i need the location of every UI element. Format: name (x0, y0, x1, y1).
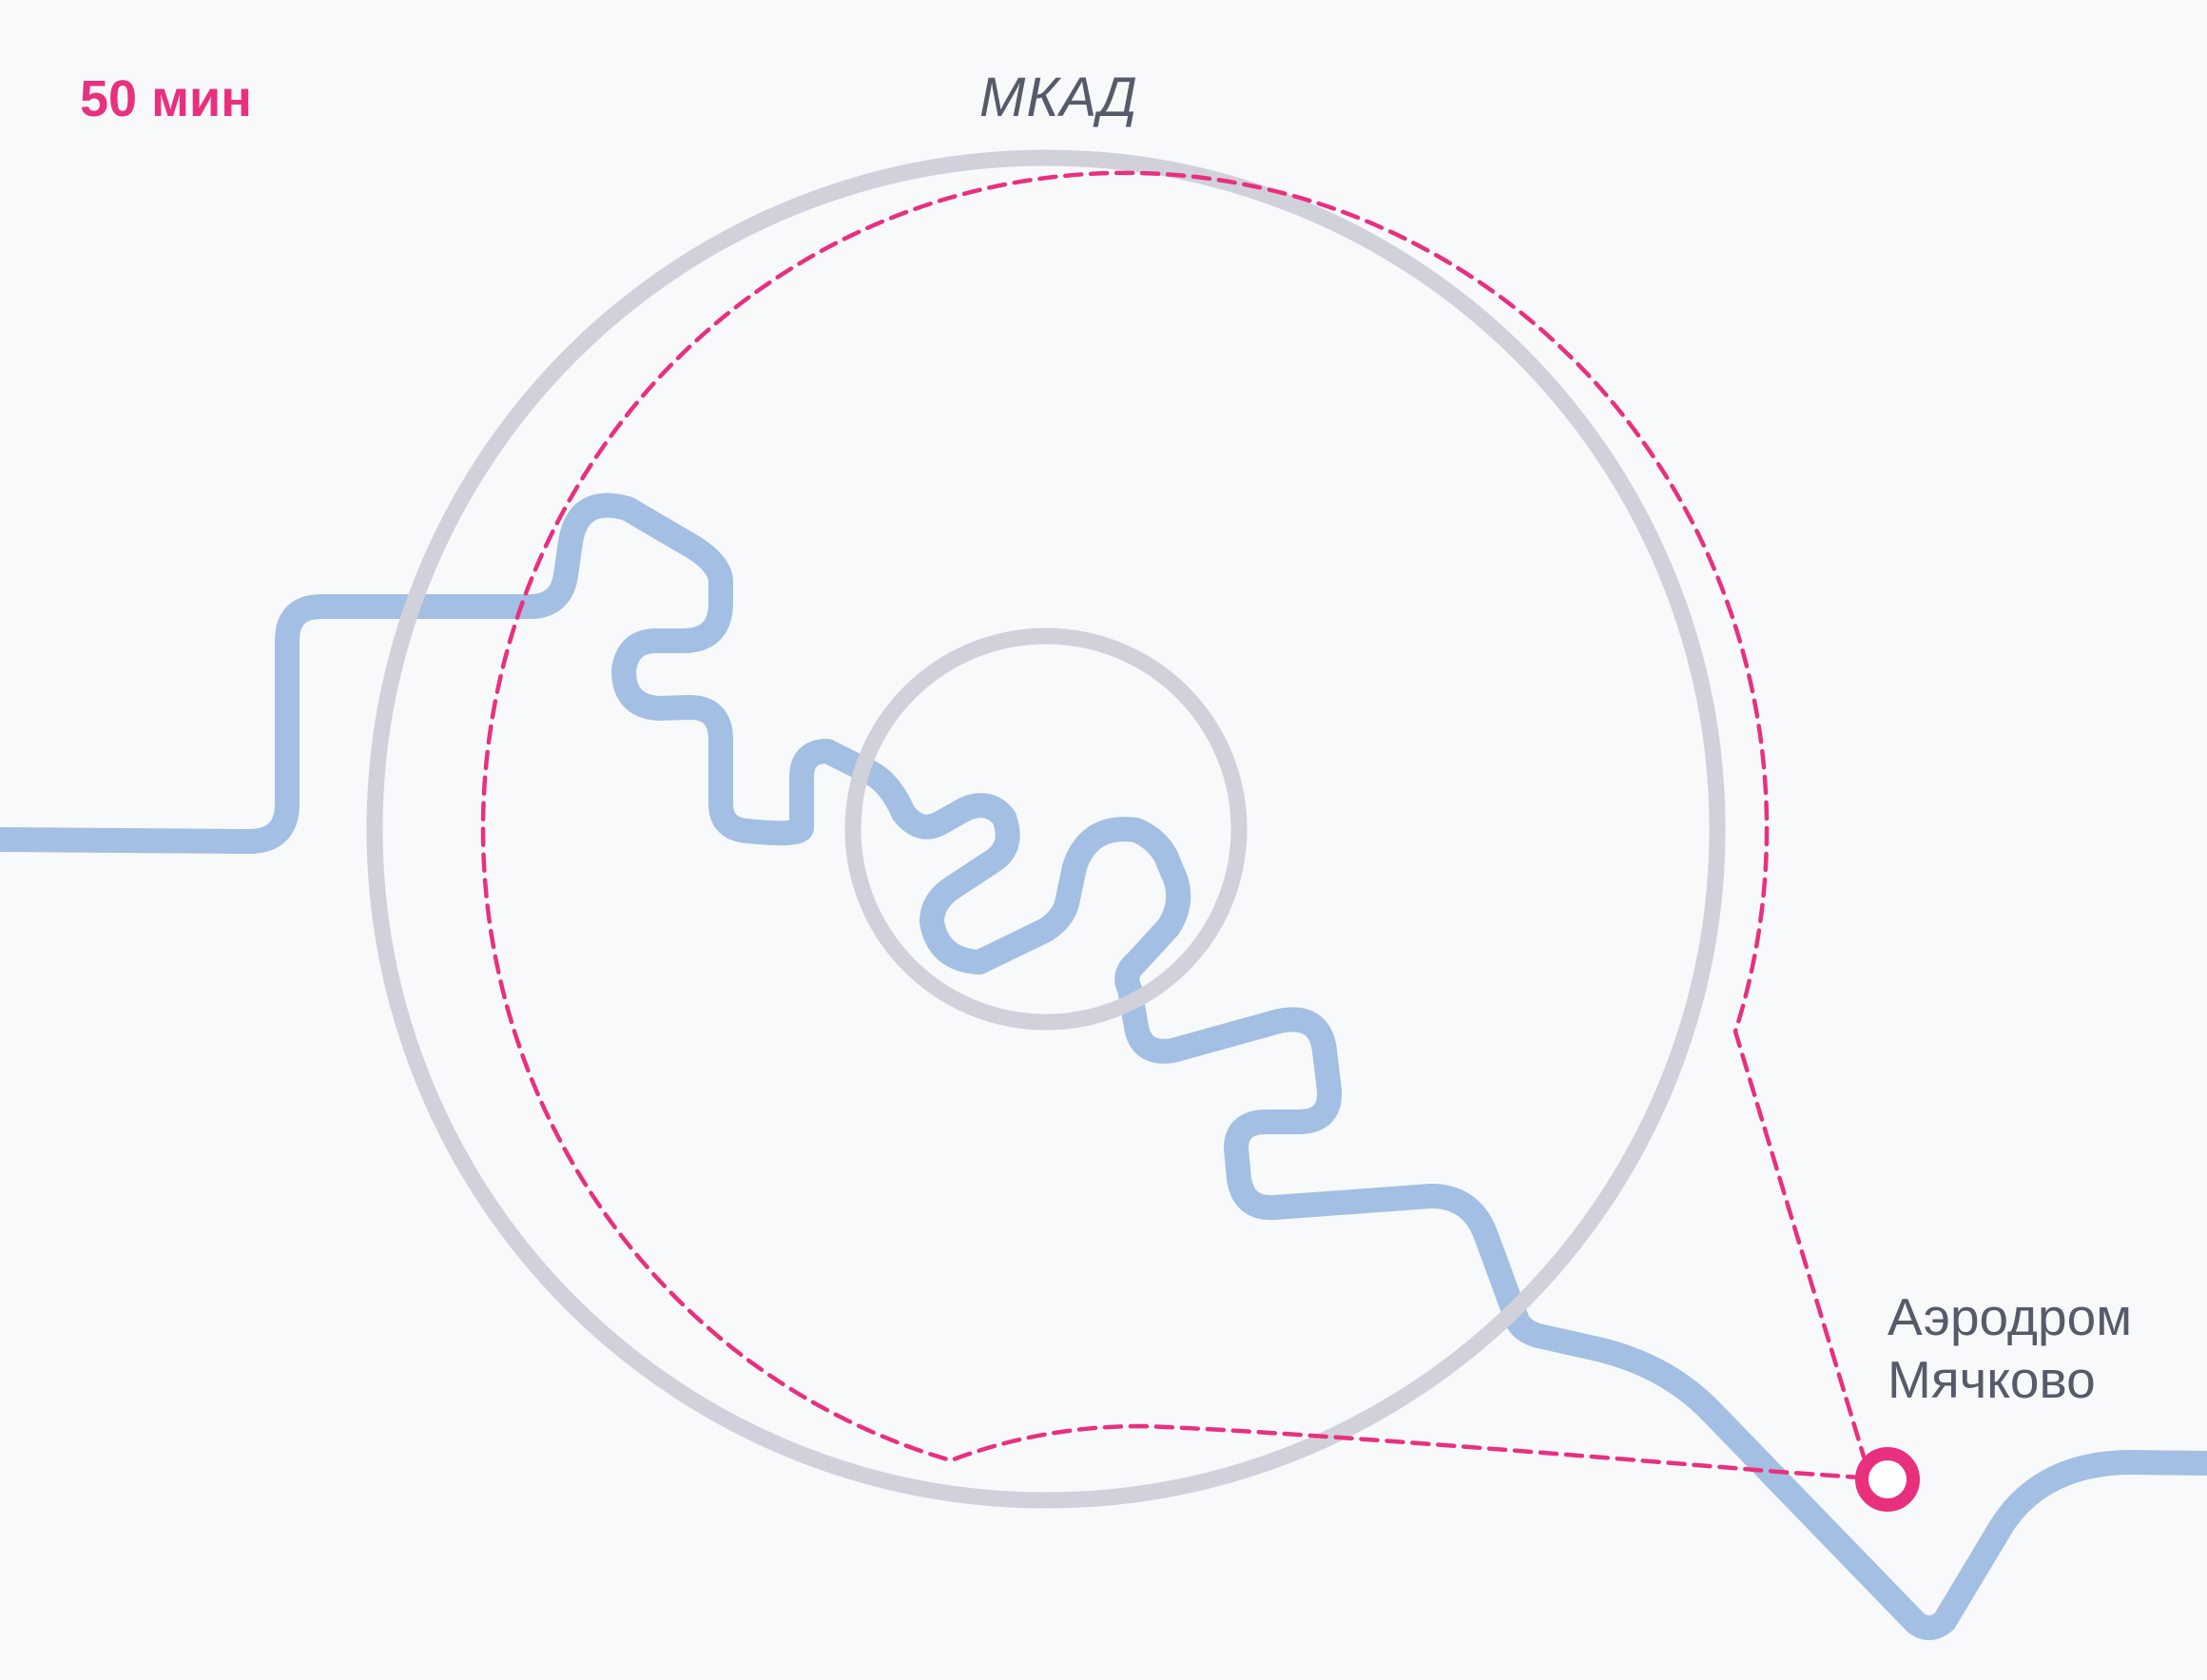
destination-marker-icon (1855, 1447, 1920, 1512)
route-dashed-path (480, 170, 1890, 1482)
river-path (0, 492, 2207, 1640)
mkad-ring (366, 149, 1726, 1509)
inner-ring (844, 628, 1248, 1031)
destination-name-line1: Аэродром (1888, 1287, 2133, 1346)
travel-time-label: 50 мин (80, 70, 252, 127)
destination-label: Аэродром Мячково (1888, 1285, 2173, 1411)
mkad-label: МКАД (979, 67, 1138, 128)
destination-name-line2: Мячково (1888, 1350, 2096, 1409)
